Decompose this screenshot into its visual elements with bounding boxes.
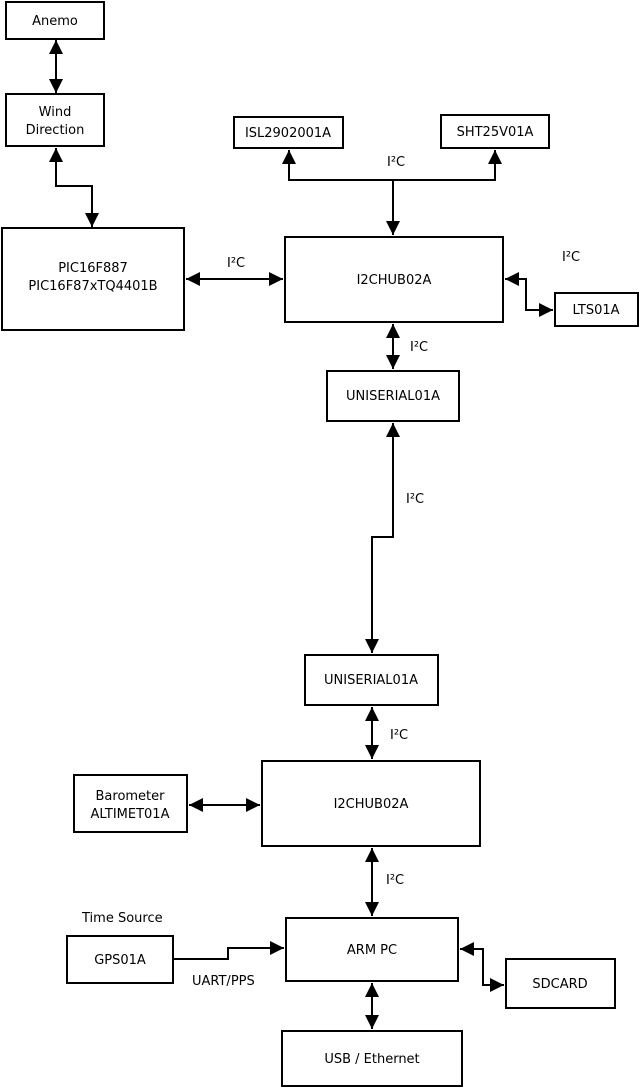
node-pic-label-line1: PIC16F887 bbox=[58, 261, 128, 276]
edge-label-hub-arm-i2c: I²C bbox=[386, 873, 404, 888]
edge-label-pic-hub-i2c: I²C bbox=[227, 256, 245, 271]
node-sht-label: SHT25V01A bbox=[457, 125, 534, 140]
edge-label-uniserial-link-i2c: I²C bbox=[406, 492, 424, 507]
node-wind-direction-box bbox=[5, 93, 105, 147]
edge-gps-armpc bbox=[174, 941, 284, 960]
edge-label-bus-top-i2c: I²C bbox=[387, 155, 405, 170]
node-arm-pc-box bbox=[285, 917, 459, 982]
node-i2c-hub-top-box bbox=[284, 236, 504, 323]
node-i2c-hub-bottom-box bbox=[261, 760, 481, 847]
node-barometer-label-line1: Barometer bbox=[96, 789, 166, 804]
node-usb-ethernet-label: USB / Ethernet bbox=[324, 1052, 419, 1067]
node-pic-label-line2: PIC16F87xTQ4401B bbox=[28, 279, 157, 294]
node-anemo-label: Anemo bbox=[32, 14, 78, 29]
edge-label-time-source: Time Source bbox=[81, 911, 163, 926]
node-gps-box bbox=[66, 935, 174, 984]
edge-label-uniserial-hub-i2c: I²C bbox=[390, 728, 408, 743]
edge-label-uart-pps: UART/PPS bbox=[192, 974, 255, 989]
edge-armpc-sdcard bbox=[460, 942, 504, 992]
node-i2c-hub-top-label: I2CHUB02A bbox=[357, 273, 432, 288]
node-sdcard-box bbox=[505, 958, 616, 1009]
edge-hub1-lts bbox=[505, 272, 553, 317]
edge-uniserial1-uniserial2 bbox=[365, 423, 400, 653]
node-usb-ethernet-box bbox=[281, 1030, 463, 1087]
node-barometer-label-line2: ALTIMET01A bbox=[91, 807, 170, 822]
node-lts-label: LTS01A bbox=[572, 303, 619, 318]
node-uniserial-top-box bbox=[326, 370, 460, 422]
node-barometer-box bbox=[73, 774, 188, 833]
node-sdcard-label: SDCARD bbox=[532, 977, 587, 992]
node-uniserial-bottom-label: UNISERIAL01A bbox=[324, 673, 418, 688]
node-wind-direction-label-line2: Direction bbox=[26, 123, 85, 138]
node-arm-pc-label: ARM PC bbox=[347, 943, 397, 958]
node-lts-box bbox=[554, 292, 639, 327]
node-i2c-hub-bottom-label: I2CHUB02A bbox=[334, 797, 409, 812]
node-gps-label: GPS01A bbox=[94, 953, 146, 968]
node-wind-direction-label-line1: Wind bbox=[39, 105, 72, 120]
edge-label-hub-lts-i2c: I²C bbox=[562, 250, 580, 265]
node-uniserial-bottom-box bbox=[304, 654, 439, 706]
node-isl-box bbox=[233, 116, 344, 149]
node-anemo-box bbox=[5, 1, 105, 40]
node-isl-label: ISL2902001A bbox=[245, 126, 331, 141]
edge-wind-pic bbox=[49, 148, 99, 227]
node-pic-box bbox=[1, 227, 185, 331]
edge-label-hub-uniserial-i2c: I²C bbox=[410, 340, 428, 355]
node-uniserial-top-label: UNISERIAL01A bbox=[346, 389, 440, 404]
node-sht-box bbox=[440, 114, 550, 149]
